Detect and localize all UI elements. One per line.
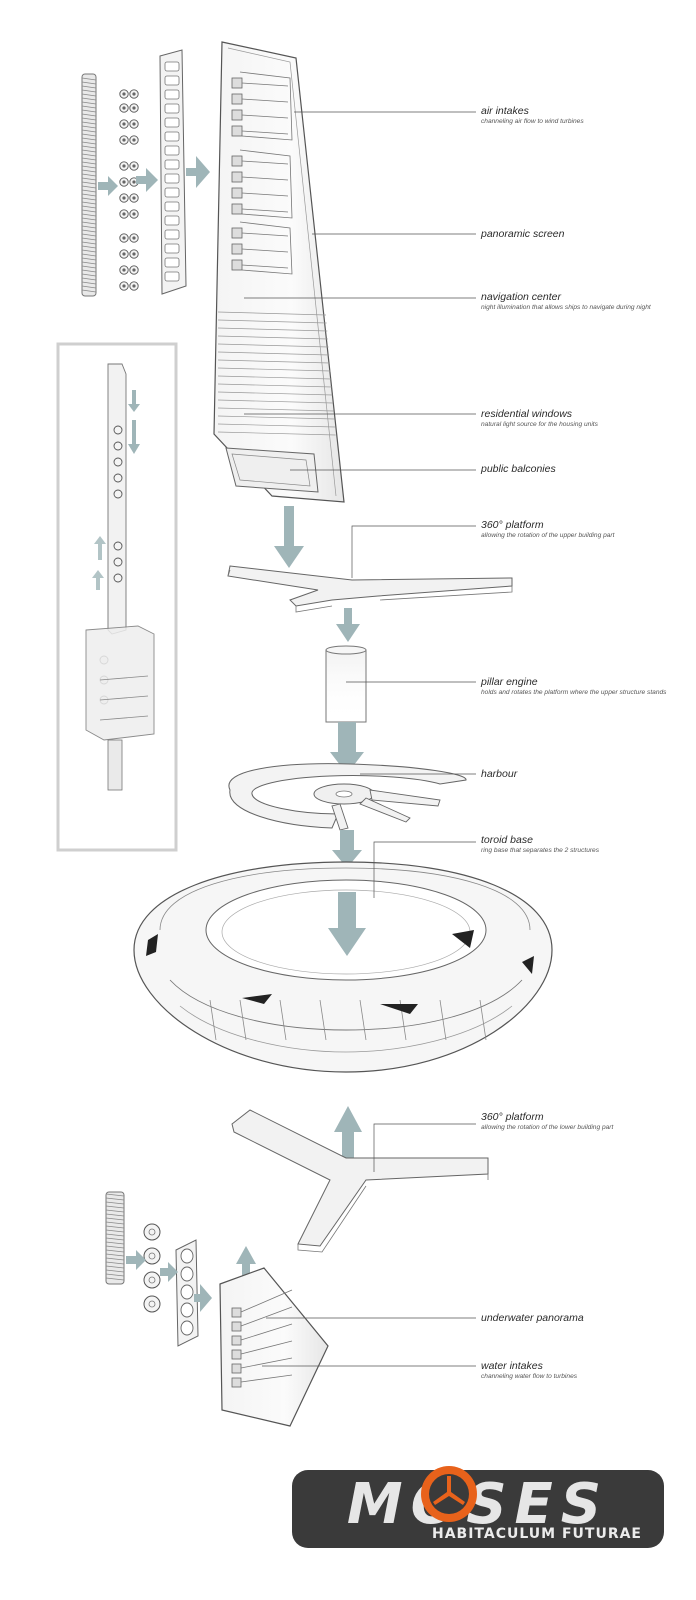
callout-subtitle: allowing the rotation of the upper build… (481, 532, 615, 539)
callout-platform-upper: 360° platform allowing the rotation of t… (481, 519, 691, 540)
callout-air-intakes: air intakes channeling air flow to wind … (481, 105, 691, 126)
callout-panoramic-screen: panoramic screen (481, 228, 691, 240)
lower-tower (219, 1267, 329, 1427)
callout-subtitle: night illumination that allows ships to … (481, 304, 651, 311)
callout-toroid-base: toroid base ring base that separates the… (481, 834, 691, 855)
pillar-engine (325, 645, 367, 723)
arrow-toroid-down (328, 892, 366, 956)
callout-title: air intakes (481, 105, 529, 117)
callout-public-balconies: public balconies (481, 463, 691, 475)
tri-blade-emblem-icon (421, 1466, 477, 1522)
callout-title: water intakes (481, 1360, 543, 1372)
callout-harbour: harbour (481, 768, 691, 780)
callout-subtitle: holds and rotates the platform where the… (481, 689, 667, 696)
cable-coil-bottom (105, 1191, 125, 1285)
callout-title: public balconies (481, 463, 556, 475)
callout-subtitle: ring base that separates the 2 structure… (481, 847, 600, 854)
arrow-harbour-down (332, 830, 362, 868)
perforated-strip-bottom (175, 1239, 199, 1347)
callout-pillar-engine: pillar engine holds and rotates the plat… (481, 676, 691, 697)
callout-title: harbour (481, 768, 518, 780)
leader-lines (244, 111, 476, 1367)
harbour-ring (228, 763, 467, 831)
callout-title: navigation center (481, 291, 561, 303)
upper-platform (227, 565, 513, 613)
callout-title: residential windows (481, 408, 573, 420)
callout-platform-lower: 360° platform allowing the rotation of t… (481, 1111, 691, 1132)
callout-title: 360° platform (481, 519, 544, 531)
moses-logo: MOSES HABITACULUM FUTURAE (292, 1466, 664, 1548)
callout-title: panoramic screen (481, 228, 565, 240)
arrow-lower-up (334, 1106, 362, 1162)
callout-title: 360° platform (481, 1111, 544, 1123)
perforated-strip-top (159, 49, 187, 295)
callout-title: pillar engine (481, 676, 538, 688)
flow-arrows-top (98, 156, 210, 196)
lower-platform (231, 1109, 489, 1253)
callout-navigation-center: navigation center night illumination tha… (481, 291, 691, 312)
pillar-detail-box (56, 342, 178, 852)
callout-subtitle: allowing the rotation of the lower build… (481, 1124, 614, 1131)
upper-tower (213, 41, 345, 503)
callout-residential-windows: residential windows natural light source… (481, 408, 691, 429)
bearing-column-top (119, 89, 139, 291)
callout-subtitle: channeling water flow to turbines (481, 1373, 578, 1380)
callout-subtitle: natural light source for the housing uni… (481, 421, 598, 428)
wheel-column-bottom (143, 1223, 161, 1313)
callout-subtitle: channeling air flow to wind turbines (481, 118, 584, 125)
callout-underwater-panorama: underwater panorama (481, 1312, 691, 1324)
flow-arrows-bottom (126, 1246, 256, 1312)
callout-title: toroid base (481, 834, 533, 846)
logo-tagline: HABITACULUM FUTURAE (432, 1526, 642, 1542)
arrow-platform-down (336, 608, 360, 642)
arrow-pillar-down (330, 722, 364, 774)
callout-title: underwater panorama (481, 1312, 584, 1324)
callout-water-intakes: water intakes channeling water flow to t… (481, 1360, 691, 1381)
cable-coil-top (81, 73, 97, 297)
arrow-tower-down (274, 506, 304, 568)
